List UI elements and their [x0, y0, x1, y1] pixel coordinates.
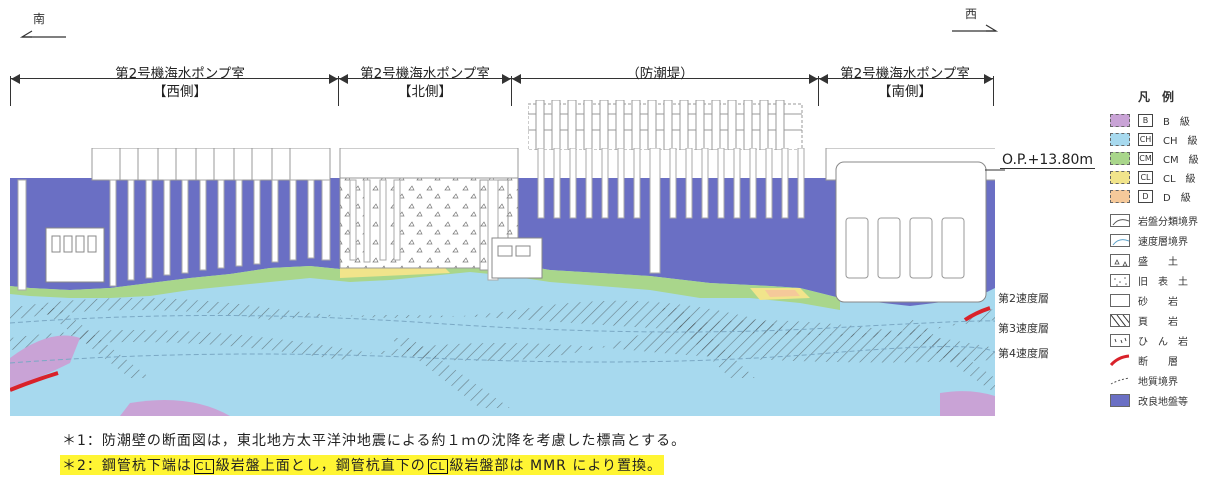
grade-cl-box-icon: CL [1138, 170, 1153, 184]
section-north-title: 第2号機海水ポンプ室 [360, 66, 490, 82]
elevation-leader-line [985, 169, 1005, 171]
old-topsoil-icon [1110, 273, 1130, 287]
section-seawall-title: （防潮堤） [626, 66, 694, 82]
legend-old-topsoil: 旧 表 土 [1110, 272, 1188, 288]
legend-sandstone: 砂 岩 [1110, 292, 1178, 308]
fill-icon [1110, 253, 1130, 267]
velocity-layer-3-label: 第3速度層 [998, 322, 1049, 335]
section-west-title: 第2号機海水ポンプ室 [115, 66, 245, 82]
porphyrite-label: ひ ん 岩 [1138, 336, 1188, 348]
rock-boundary-icon [1110, 213, 1130, 227]
note-2-part3: 級岩盤部は MMR により置換。 [449, 458, 663, 474]
legend-title: 凡 例 [1138, 90, 1175, 104]
legend-grade-ch: CH CH 級 [1110, 131, 1198, 147]
geologic-boundary-icon [1110, 377, 1130, 384]
seawall-upper-structure [528, 100, 803, 150]
note-2-cl-badge-1: CL [193, 459, 214, 474]
grade-cm-swatch-icon [1110, 151, 1130, 165]
legend-velocity-boundary: 速度層境界 [1110, 232, 1188, 248]
note-1: ＊1：防潮壁の断面図は，東北地方太平洋沖地震による約１ｍの沈降を考慮した標高とす… [62, 433, 687, 449]
elevation-label: O.P.+13.80m [1000, 152, 1096, 169]
velocity-boundary-label: 速度層境界 [1138, 236, 1188, 248]
sandstone-icon [1110, 293, 1130, 307]
grade-ch-swatch-icon [1110, 132, 1130, 146]
compass-south-label: 南 [33, 12, 46, 26]
note-2-part2: 級岩盤上面とし，鋼管杭直下の [215, 458, 426, 474]
section-south-subtitle: 【南側】 [878, 84, 932, 100]
legend-improved-ground: 改良地盤等 [1110, 392, 1188, 408]
geologic-cross-section [10, 148, 995, 416]
velocity-boundary-icon [1110, 233, 1130, 247]
grade-b-swatch-icon [1110, 113, 1130, 127]
grade-ch-box-icon: CH [1138, 132, 1153, 146]
improved-ground-label: 改良地盤等 [1138, 396, 1188, 408]
legend-grade-b: B B 級 [1110, 112, 1190, 128]
old-topsoil-label: 旧 表 土 [1138, 276, 1188, 288]
improved-ground-icon [1110, 393, 1130, 407]
rock-boundary-label: 岩盤分類境界 [1138, 216, 1198, 228]
fault-label: 断 層 [1138, 356, 1178, 368]
compass-west-label: 西 [965, 7, 978, 21]
fill-label: 盛 土 [1138, 256, 1178, 268]
legend-shale: 頁 岩 [1110, 312, 1178, 328]
legend-geologic-boundary: 地質境界 [1110, 372, 1178, 388]
sandstone-label: 砂 岩 [1138, 296, 1178, 308]
velocity-layer-2-label: 第2速度層 [998, 292, 1049, 305]
grade-b-box-icon: B [1138, 113, 1153, 127]
fault-icon [1110, 354, 1130, 366]
compass-west-arrow-icon [952, 24, 999, 32]
grade-d-box-icon: D [1138, 189, 1153, 203]
legend-fill: 盛 土 [1110, 252, 1178, 268]
legend-grade-d: D D 級 [1110, 188, 1191, 204]
grade-d-swatch-icon [1110, 189, 1130, 203]
note-2-part1: ＊2：鋼管杭下端は [62, 458, 192, 474]
grade-cl-label: CL 級 [1163, 173, 1196, 185]
legend-grade-cm: CM CM 級 [1110, 150, 1199, 166]
geologic-boundary-label: 地質境界 [1138, 376, 1178, 388]
shale-label: 頁 岩 [1138, 316, 1178, 328]
legend-porphyrite: ひ ん 岩 [1110, 332, 1188, 348]
section-west-subtitle: 【西側】 [153, 84, 207, 100]
shale-icon [1110, 313, 1130, 327]
grade-cl-swatch-icon [1110, 170, 1130, 184]
section-south-title: 第2号機海水ポンプ室 [840, 66, 970, 82]
compass-south-arrow-icon [19, 30, 66, 38]
note-2-cl-badge-2: CL [427, 459, 448, 474]
grade-cm-label: CM 級 [1163, 154, 1199, 166]
porphyrite-icon [1110, 333, 1130, 347]
grade-ch-label: CH 級 [1163, 135, 1198, 147]
legend-rock-boundary: 岩盤分類境界 [1110, 212, 1198, 228]
section-north-subtitle: 【北側】 [398, 84, 452, 100]
grade-d-label: D 級 [1163, 192, 1191, 204]
legend-fault: 断 層 [1110, 352, 1178, 368]
velocity-layer-4-label: 第4速度層 [998, 347, 1049, 360]
grade-cm-box-icon: CM [1138, 151, 1153, 165]
legend-grade-cl: CL CL 級 [1110, 169, 1196, 185]
grade-b-label: B 級 [1163, 116, 1190, 128]
